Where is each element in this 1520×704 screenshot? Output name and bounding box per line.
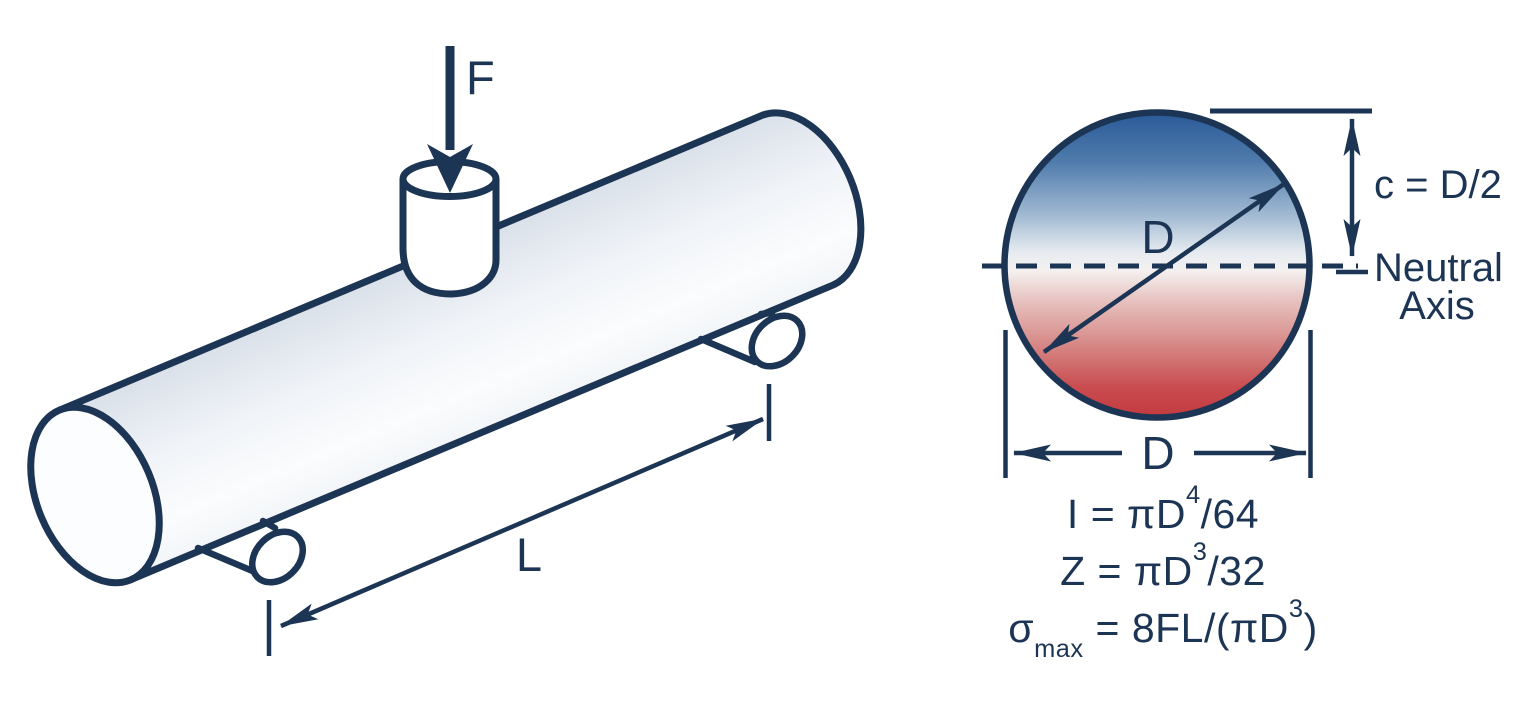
length-dimension [266,384,772,656]
formula-max-stress: σmax = 8FL/(πD3) [1008,594,1318,663]
diameter-arrow [1042,182,1286,354]
diameter-label: D [1141,211,1174,263]
formulas-block: I = πD4/64 Z = πD3/32 σmax = 8FL/(πD3) [973,480,1353,663]
neutral-axis-label: Neutral Axis [1374,246,1503,328]
length-label: L [516,528,542,581]
width-label: D [1141,427,1174,479]
support-roller-right [697,309,806,370]
c-label: c = D/2 [1374,163,1502,207]
beam-illustration: F L [27,46,865,656]
svg-text:Axis: Axis [1399,284,1475,328]
rod-end-face [27,403,163,587]
formula-section-modulus: Z = πD3/32 [1060,537,1266,594]
svg-text:Neutral: Neutral [1374,246,1503,290]
cross-section-illustration: D c = D/2 Neutral Axis D [982,108,1503,479]
width-dimension [1003,330,1313,478]
formula-moment-of-inertia: I = πD4/64 [1066,480,1260,537]
force-arrow [427,46,473,193]
force-label: F [466,51,495,104]
